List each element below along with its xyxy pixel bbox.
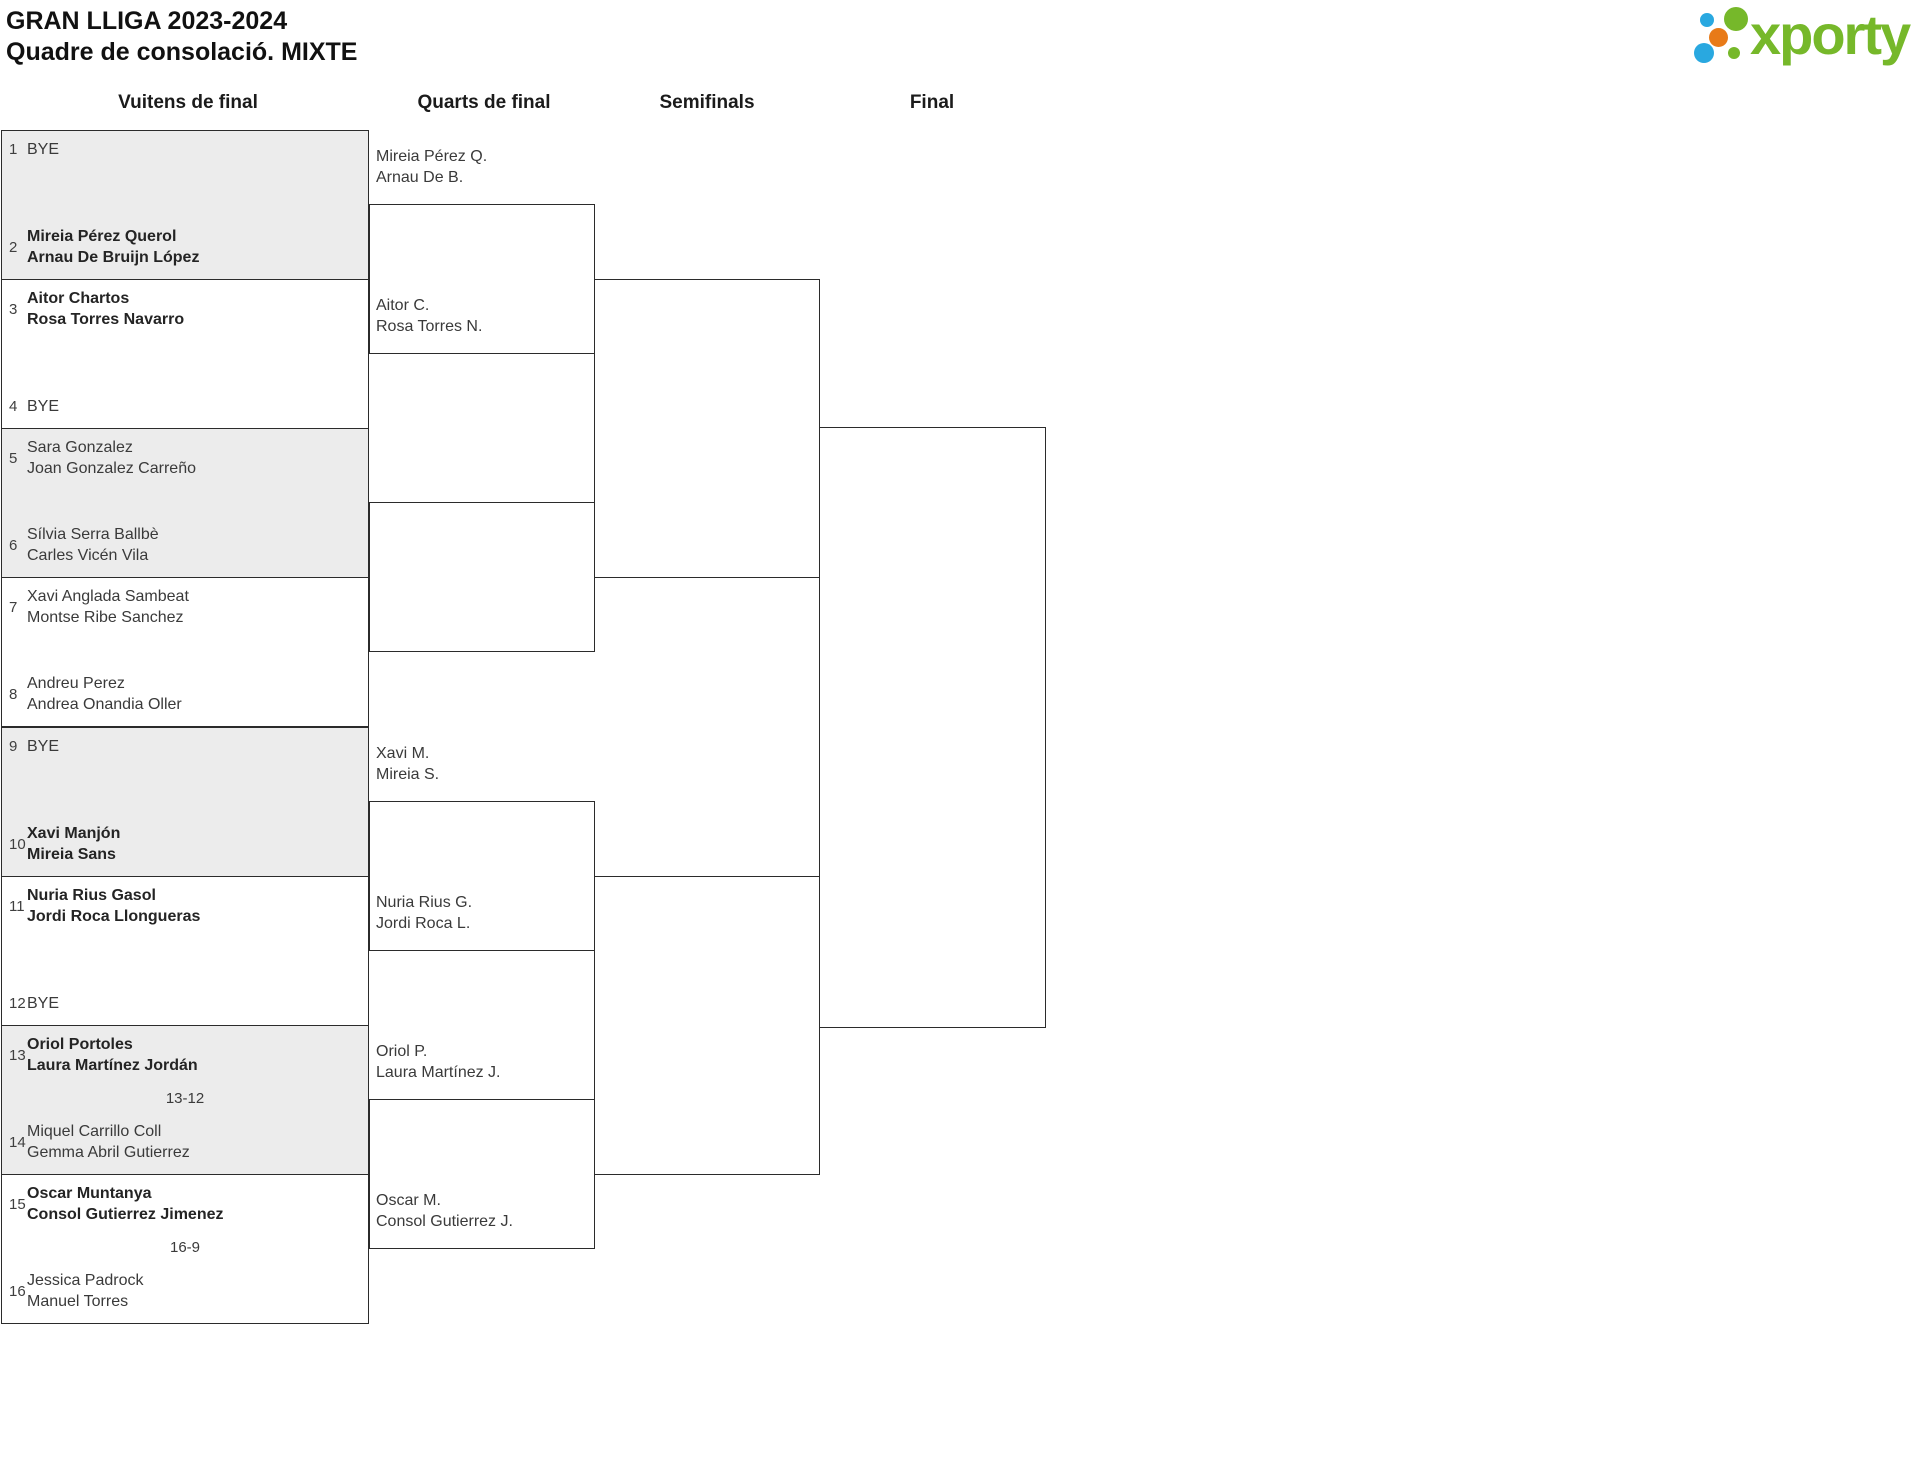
qf-entrant-label: Oriol P.Laura Martínez J. (376, 1043, 501, 1081)
seed-number: 7 (9, 598, 18, 616)
team-names: BYE (27, 141, 60, 158)
sf-match-box-2 (594, 876, 820, 1175)
seed-number: 13 (9, 1046, 26, 1064)
logo-dot-blue-small-icon (1700, 13, 1714, 27)
seed-number: 12 (9, 995, 26, 1012)
seed-number: 1 (9, 141, 18, 158)
qf-match-box-2 (369, 502, 595, 652)
team-slot: 1 BYE (9, 139, 360, 160)
qf-entrant-label: Nuria Rius G.Jordi Roca L. (376, 894, 473, 932)
qf-entrant-label: Aitor C.Rosa Torres N. (376, 297, 483, 335)
qf-entrant-label: Oscar M.Consol Gutierrez J. (376, 1192, 513, 1230)
seed-number: 16 (9, 1282, 26, 1300)
seed-number: 3 (9, 300, 18, 318)
team-names: BYE (27, 738, 60, 755)
match-score: 16-9 (169, 1239, 201, 1256)
qf-entrant-label: Mireia Pérez Q.Arnau De B. (376, 148, 488, 186)
team-names: BYE (27, 995, 60, 1012)
team-slot: 12 BYE (9, 993, 360, 1014)
sf-match-box-1 (594, 279, 820, 578)
seed-number: 5 (9, 449, 18, 467)
page-subtitle: Quadre de consolació. MIXTE (6, 38, 358, 66)
logo-dot-green-small-icon (1728, 47, 1740, 59)
seed-number: 4 (9, 398, 18, 415)
team-names: BYE (27, 398, 60, 415)
seed-number: 11 (9, 897, 25, 915)
seed-number: 6 (9, 536, 18, 554)
seed-number: 15 (9, 1195, 26, 1213)
logo-dot-blue-large-icon (1694, 43, 1714, 63)
seed-number: 8 (9, 685, 18, 703)
round-header-vuitens: Vuitens de final (118, 92, 258, 113)
xporty-logo[interactable]: xporty (1690, 0, 1920, 75)
round-header-quarts: Quarts de final (417, 92, 551, 113)
seed-number: 10 (9, 835, 26, 853)
seed-number: 2 (9, 238, 18, 256)
team-slot: 9 BYE (9, 736, 360, 757)
match-score: 13-12 (165, 1090, 205, 1107)
logo-wordmark: xporty (1750, 3, 1911, 66)
final-match-box (819, 427, 1046, 1028)
round-header-semifinals: Semifinals (659, 92, 755, 113)
qf-entrant-label: Xavi M.Mireia S. (376, 745, 440, 783)
team-slot: 4 BYE (9, 396, 360, 417)
logo-dot-green-large-icon (1724, 7, 1748, 31)
logo-dot-orange-icon (1709, 28, 1728, 47)
seed-number: 14 (9, 1133, 26, 1151)
round-header-final: Final (909, 92, 955, 113)
seed-number: 9 (9, 738, 18, 755)
page-title: GRAN LLIGA 2023-2024 (6, 7, 288, 35)
